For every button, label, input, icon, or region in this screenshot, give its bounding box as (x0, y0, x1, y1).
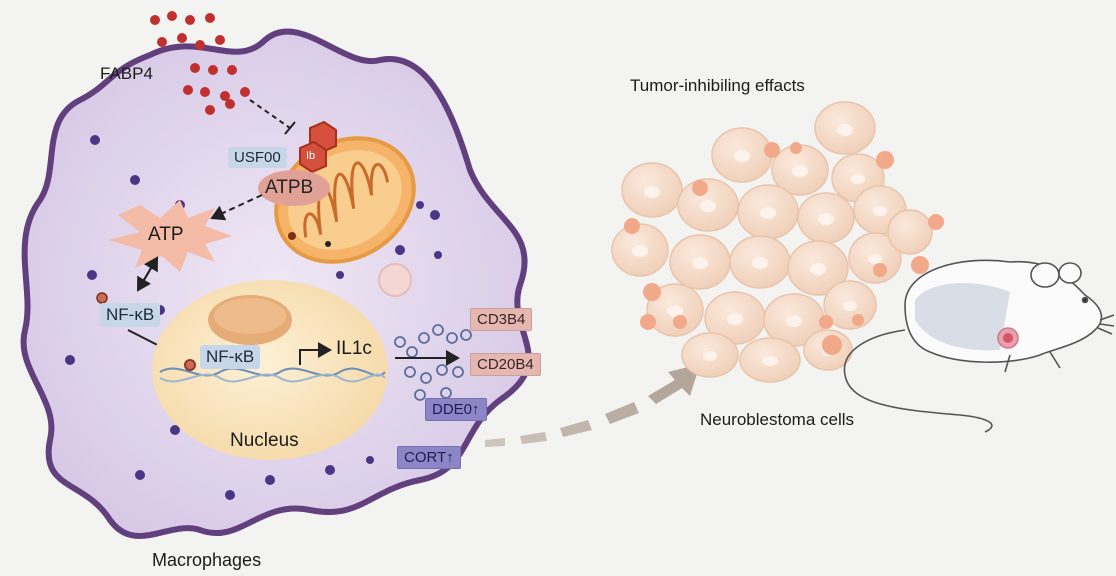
dna-helix-icon (159, 359, 386, 383)
marker-cort: CORT↑ (397, 446, 461, 469)
usf-badge: Ib (306, 150, 316, 162)
nucleus-label: Nucleus (230, 430, 299, 451)
tumor-title: Tumor-inhibiling effacts (630, 76, 805, 95)
vesicle-icon (394, 324, 472, 401)
marker-dded: DDE0↑ (425, 398, 487, 421)
effect-arrow (485, 364, 700, 447)
fabp4-inhibit-arrow (249, 99, 291, 129)
neuroblastoma-cluster (611, 101, 944, 383)
marker-cd20b4: CD20B4 (470, 353, 541, 376)
macrophages-label: Macrophages (152, 550, 262, 570)
il1c-promoter-arrow (299, 342, 332, 365)
nfkb-top-label: NF-κB (100, 303, 161, 327)
atp-burst (108, 200, 232, 272)
nfkb-nucleus-label: NF-κB (200, 345, 261, 369)
nucleus (152, 280, 388, 460)
mouse-icon (843, 259, 1115, 433)
il1c-label: IL1c (336, 338, 372, 359)
atpb-label: ATPB (265, 177, 314, 198)
ib-hexagons (299, 120, 337, 174)
fabp4-label: FABP4 (100, 64, 153, 83)
atp-label: ATP (148, 224, 184, 245)
usf-label: USF00 (228, 147, 287, 168)
fabp4-droplets (150, 11, 250, 115)
marker-cd384: CD3B4 (470, 308, 533, 331)
atpb-to-atp-arrow (210, 194, 263, 221)
neuroblastoma-label: Neurobl­estoma cells (700, 410, 855, 429)
atpb-pill (258, 170, 330, 206)
